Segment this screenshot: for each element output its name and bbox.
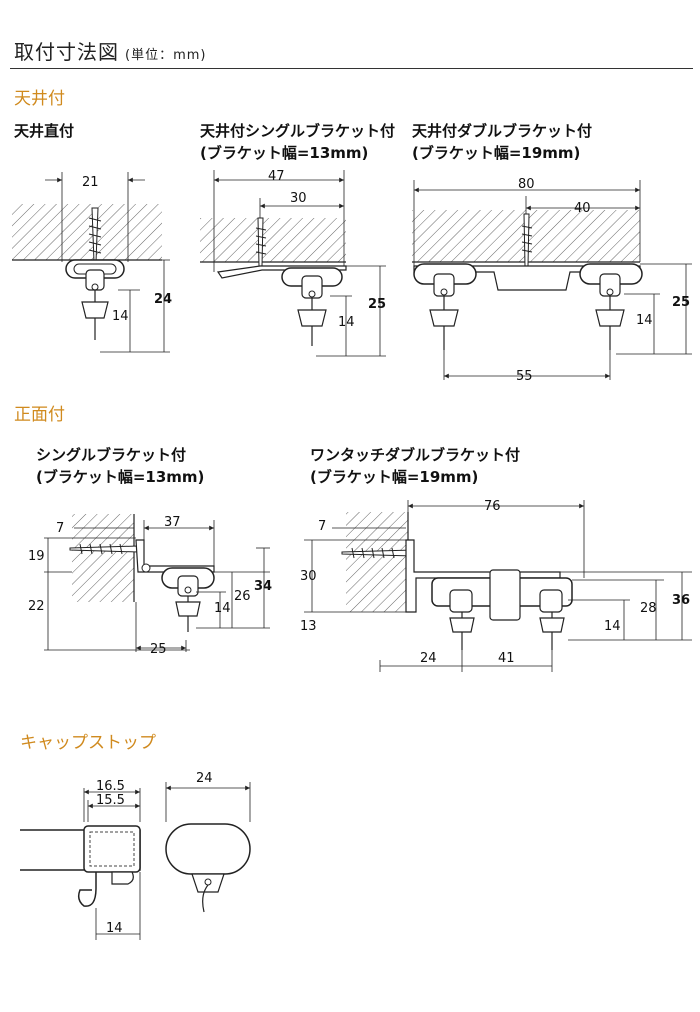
- dim-14: 14: [106, 921, 123, 936]
- hook-icon: [77, 872, 97, 907]
- diagram-front-double: 76 7 30 13 36 28 14 24 41: [300, 499, 692, 672]
- label-ceiling-single-1: 天井付シングルブラケット付: [200, 122, 396, 140]
- dim-34: 34: [254, 579, 272, 594]
- dim-30: 30: [300, 569, 317, 584]
- diagram-ceiling-single: 47 30 25 14: [200, 169, 386, 357]
- dim-40: 40: [574, 201, 591, 216]
- runner-icon: [191, 873, 225, 893]
- dim-22: 22: [28, 599, 45, 614]
- section-ceiling: 天井付: [14, 89, 65, 109]
- dim-80: 80: [518, 177, 535, 192]
- dim-55: 55: [516, 369, 533, 384]
- runner-icon: [301, 275, 323, 299]
- wall-hatch: [72, 514, 134, 602]
- dim-25: 25: [150, 642, 167, 657]
- dim-25: 25: [368, 297, 386, 312]
- cap-icon: [83, 825, 141, 873]
- hook-icon: [539, 617, 565, 633]
- dim-36: 36: [672, 593, 690, 608]
- header-divider: [10, 68, 693, 69]
- dim-24: 24: [154, 292, 172, 307]
- ceiling-hatch: [200, 218, 346, 262]
- dim-19: 19: [28, 549, 45, 564]
- diagram-ceiling-direct: 21 24 14: [12, 172, 172, 353]
- diagram-ceiling-double: 80 40 25 14 55: [412, 177, 692, 384]
- diagram-front-single: 7 37 19 22 26 34 14 25: [28, 514, 272, 657]
- dim-13: 13: [300, 619, 317, 634]
- hook-icon: [81, 301, 109, 319]
- label-ceiling-double: 天井付ダブルブラケット付 (ブラケット幅=19mm): [412, 120, 592, 164]
- dim-15-5: 15.5: [96, 793, 125, 808]
- section-front: 正面付: [14, 405, 65, 425]
- ceiling-hatch: [12, 204, 162, 260]
- dim-14: 14: [214, 601, 231, 616]
- page-title: 取付寸法図 (単位：mm): [14, 36, 206, 65]
- screw-icon: [257, 217, 264, 267]
- dim-7: 7: [318, 519, 326, 534]
- dim-26: 26: [234, 589, 251, 604]
- dim-28: 28: [640, 601, 657, 616]
- dim-7: 7: [56, 521, 64, 536]
- dim-24: 24: [420, 651, 437, 666]
- title-text: 取付寸法図: [14, 40, 119, 64]
- dim-76: 76: [484, 499, 501, 514]
- dim-30: 30: [290, 191, 307, 206]
- label-ceiling-double-2: (ブラケット幅=19mm): [412, 144, 581, 162]
- hook-icon: [449, 617, 475, 633]
- dim-47: 47: [268, 169, 285, 184]
- dim-14: 14: [112, 309, 129, 324]
- label-front-double-2: (ブラケット幅=19mm): [310, 468, 479, 486]
- screw-icon: [523, 213, 530, 267]
- runner-icon: [539, 589, 563, 613]
- label-ceiling-direct: 天井直付: [14, 122, 75, 140]
- diagram-cap-side: 16.5 15.5 14: [20, 779, 141, 940]
- runner-icon: [433, 273, 455, 297]
- label-front-single: シングルブラケット付 (ブラケット幅=13mm): [36, 444, 204, 488]
- clip-icon: [489, 569, 521, 621]
- dim-24: 24: [196, 771, 213, 786]
- dim-14: 14: [338, 315, 355, 330]
- diagram-cap-front: 24: [165, 771, 251, 913]
- dim-14: 14: [636, 313, 653, 328]
- dim-16-5: 16.5: [96, 779, 125, 794]
- hook-icon: [202, 884, 209, 913]
- label-front-double-1: ワンタッチダブルブラケット付: [310, 446, 521, 464]
- runner-icon: [449, 589, 473, 613]
- runner-icon: [85, 269, 105, 291]
- label-ceiling-single: 天井付シングルブラケット付 (ブラケット幅=13mm): [200, 120, 395, 164]
- dim-37: 37: [164, 515, 181, 530]
- hook-icon: [175, 601, 201, 617]
- wall-hatch: [346, 512, 408, 612]
- unit-text: (単位：mm): [125, 48, 207, 63]
- label-front-single-1: シングルブラケット付: [36, 446, 187, 464]
- section-cap: キャップストップ: [20, 733, 156, 753]
- dim-21: 21: [82, 175, 99, 190]
- label-front-single-2: (ブラケット幅=13mm): [36, 468, 205, 486]
- hook-icon: [595, 309, 625, 327]
- runner-icon: [599, 273, 621, 297]
- label-ceiling-double-1: 天井付ダブルブラケット付: [412, 122, 593, 140]
- cap-front-icon: [165, 823, 251, 875]
- dim-41: 41: [498, 651, 515, 666]
- dim-25: 25: [672, 295, 690, 310]
- hook-icon: [297, 309, 327, 327]
- label-front-double: ワンタッチダブルブラケット付 (ブラケット幅=19mm): [310, 444, 520, 488]
- dim-14: 14: [604, 619, 621, 634]
- label-ceiling-single-2: (ブラケット幅=13mm): [200, 144, 369, 162]
- hook-icon: [429, 309, 459, 327]
